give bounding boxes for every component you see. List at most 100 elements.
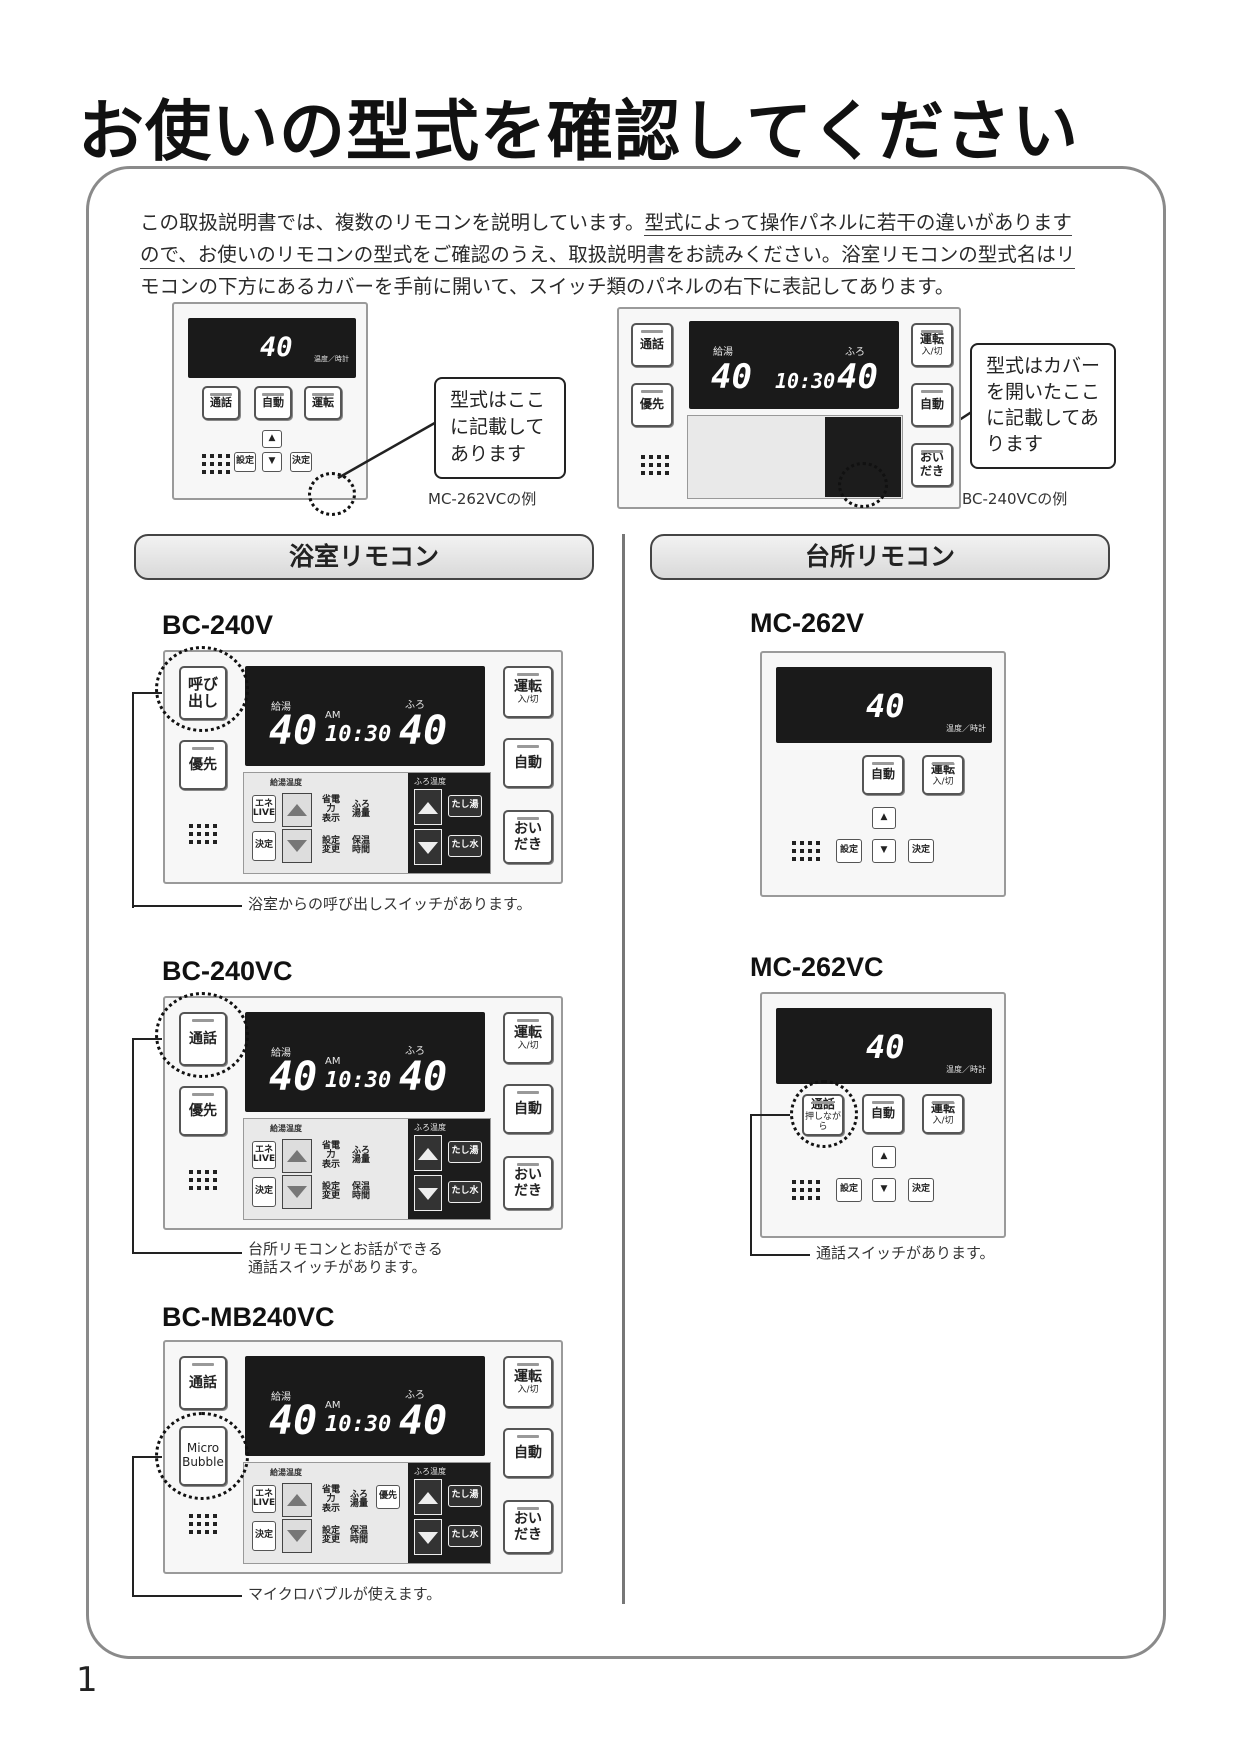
speaker-grille-icon (792, 841, 820, 861)
lcd-ampm: AM (325, 1056, 341, 1067)
yusen-button[interactable]: 優先 (179, 1086, 227, 1136)
yusen-button[interactable]: 優先 (376, 1485, 400, 1509)
up-arrow-icon[interactable]: ▲ (262, 430, 282, 448)
tsuwa-button[interactable]: 通話 (631, 323, 673, 367)
yusen-button[interactable]: 優先 (631, 383, 673, 427)
jido-button[interactable]: 自動 (503, 1084, 553, 1134)
lcd-temp: 40 (866, 1028, 905, 1066)
kyuto-up-button[interactable] (282, 1139, 312, 1173)
furo-down-button[interactable] (414, 1519, 442, 1555)
up-arrow-icon[interactable]: ▲ (872, 1146, 896, 1168)
settei-henko-button[interactable]: 設定変更 (321, 835, 340, 855)
shoene-button[interactable]: 省電力表示 (321, 794, 340, 824)
settei-henko-button[interactable]: 設定変更 (321, 1181, 340, 1201)
kettei-button[interactable]: 決定 (290, 452, 312, 472)
speaker-grille-icon (189, 824, 217, 844)
jido-button[interactable]: 自動 (254, 386, 292, 420)
jido-button[interactable]: 自動 (911, 383, 953, 427)
intro-line-1b: 型式によって操作パネルに若干の違いがあります (644, 211, 1072, 236)
hoon-jikan-button[interactable]: 保温時間 (351, 835, 370, 855)
tashiyu-button[interactable]: たし湯 (448, 795, 482, 817)
furo-yuryo-button[interactable]: ふろ湯量 (351, 1145, 370, 1165)
kyuto-down-button[interactable] (282, 1519, 312, 1553)
jido-button[interactable]: 自動 (862, 755, 904, 795)
example-caption-right: BC-240VCの例 (962, 490, 1068, 508)
tashiyu-button[interactable]: たし湯 (448, 1141, 482, 1163)
mc262vc-note: 通話スイッチがあります。 (816, 1244, 995, 1262)
unten-button[interactable]: 運転入/切 (503, 1356, 553, 1408)
furo-down-button[interactable] (414, 829, 442, 865)
kettei-button[interactable]: 決定 (908, 1178, 934, 1202)
model-location-callout-right: 型式はカバーを開いたここに記載してあります (970, 343, 1116, 469)
unten-button[interactable]: 運転 (304, 386, 342, 420)
intro-line-2: ので、お使いのリモコンの型式をご確認のうえ、取扱説明書をお読みください。浴室リモ… (140, 239, 1076, 269)
lcd-ampm: AM (325, 1400, 341, 1411)
furo-down-button[interactable] (414, 1175, 442, 1211)
hoon-jikan-button[interactable]: 保温時間 (351, 1181, 370, 1201)
furo-up-button[interactable] (414, 1479, 442, 1515)
oidaki-button[interactable]: おいだき (503, 1500, 553, 1554)
settei-henko-button[interactable]: 設定変更 (321, 1525, 340, 1545)
kettei-button[interactable]: 決定 (252, 1177, 276, 1207)
lcd-small-label: 温度／時計 (946, 724, 986, 733)
yuon-label: 給湯温度 (270, 1124, 302, 1133)
speaker-grille-icon (189, 1514, 217, 1534)
kyuto-up-button[interactable] (282, 1483, 312, 1517)
oidaki-button[interactable]: おいだき (503, 1156, 553, 1210)
down-arrow-icon[interactable]: ▼ (872, 1178, 896, 1202)
tashimizu-button[interactable]: たし水 (448, 1181, 482, 1203)
shoene-button[interactable]: 省電力表示 (321, 1484, 340, 1514)
yusen-button[interactable]: 優先 (179, 740, 227, 790)
settei-button[interactable]: 設定 (836, 839, 862, 863)
bc240vc-note: 台所リモコンとお話ができる通話スイッチがあります。 (248, 1240, 443, 1276)
furo-yuryo-button[interactable]: ふろ湯量 (349, 1489, 368, 1509)
lcd-furo-label: ふろ (405, 700, 425, 711)
unten-button[interactable]: 運転入/切 (503, 666, 553, 718)
kettei-button[interactable]: 決定 (252, 1521, 276, 1551)
kyuto-up-button[interactable] (282, 793, 312, 827)
settei-button[interactable]: 設定 (836, 1178, 862, 1202)
tashimizu-button[interactable]: たし水 (448, 835, 482, 857)
jido-button[interactable]: 自動 (503, 1428, 553, 1478)
furo-up-button[interactable] (414, 1135, 442, 1171)
example-caption-left: MC-262VCの例 (428, 490, 537, 508)
lcd-furo-temp: 40 (399, 1054, 448, 1100)
tashimizu-button[interactable]: たし水 (448, 1525, 482, 1547)
kettei-button[interactable]: 決定 (252, 831, 276, 861)
unten-button[interactable]: 運転入/切 (503, 1012, 553, 1064)
oidaki-button[interactable]: おいだき (911, 443, 953, 487)
down-arrow-icon[interactable]: ▼ (872, 839, 896, 863)
unten-button[interactable]: 運転入/切 (911, 323, 953, 367)
unten-button[interactable]: 運転入/切 (922, 1094, 964, 1134)
shoene-button[interactable]: 省電力表示 (321, 1140, 340, 1170)
kettei-button[interactable]: 決定 (908, 839, 934, 863)
jido-button[interactable]: 自動 (503, 738, 553, 788)
furo-up-button[interactable] (414, 789, 442, 825)
hoon-jikan-button[interactable]: 保温時間 (349, 1525, 368, 1545)
model-name-mc262vc: MC-262VC (750, 952, 884, 982)
bcmb240vc-note: マイクロバブルが使えます。 (248, 1585, 442, 1603)
tsuwa-button[interactable]: 通話 (179, 1356, 227, 1410)
lcd-furo-temp: 40 (399, 708, 448, 754)
up-arrow-icon[interactable]: ▲ (872, 807, 896, 829)
jido-button[interactable]: 自動 (862, 1094, 904, 1134)
annotation-bracket (132, 1038, 162, 1254)
furo-yuryo-button[interactable]: ふろ湯量 (351, 799, 370, 819)
annotation-bracket (132, 1456, 162, 1596)
down-arrow-icon[interactable]: ▼ (262, 452, 282, 472)
intro-line-3: モコンの下方にあるカバーを手前に開いて、スイッチ類のパネルの右下に表記してありま… (140, 275, 955, 298)
tashiyu-button[interactable]: たし湯 (448, 1485, 482, 1507)
unten-button[interactable]: 運転入/切 (922, 755, 964, 795)
model-location-callout-left: 型式はここに記載してあります (434, 377, 566, 479)
oidaki-button[interactable]: おいだき (503, 810, 553, 864)
lcd-display: 給湯 40 AM 10:30 ふろ 40 (245, 1012, 485, 1112)
tsuwa-button[interactable]: 通話 (202, 386, 240, 420)
settei-button[interactable]: 設定 (234, 452, 256, 472)
kyuto-down-button[interactable] (282, 829, 312, 863)
kyuto-down-button[interactable] (282, 1175, 312, 1209)
